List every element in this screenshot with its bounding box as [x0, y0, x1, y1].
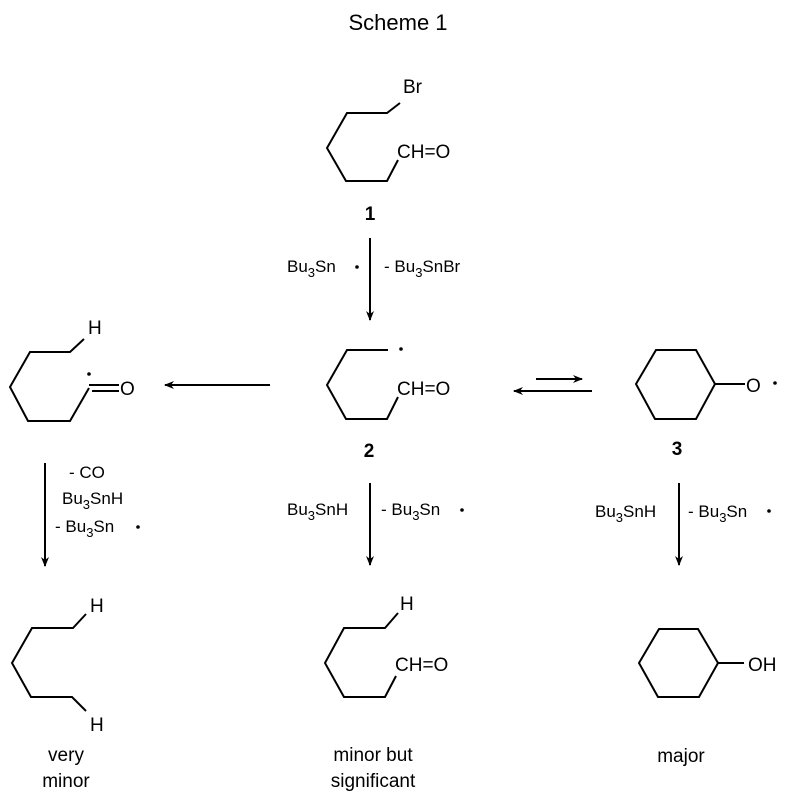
equilibrium-arrows — [513, 375, 592, 395]
hydrogen-atom: H — [400, 594, 414, 615]
byproduct-bu3sn-radical: - Bu3Sn — [381, 500, 440, 523]
compound-1: Br CH=O 1 — [325, 77, 450, 225]
compound-2-label: 2 — [364, 441, 375, 462]
aldehyde-group: CH=O — [397, 142, 450, 163]
compound-2-chain — [325, 349, 399, 420]
hydroxyl-group: OH — [748, 655, 777, 676]
arrow-right-down: Bu3SnH - Bu3Sn — [595, 483, 771, 566]
byproduct-bu3snbr: - Bu3SnBr — [384, 257, 461, 280]
hydrogen-atom: H — [88, 318, 102, 339]
compound-1-chain — [325, 102, 401, 182]
radical-dot — [136, 525, 140, 529]
arrow-middle-down: Bu3SnH - Bu3Sn — [287, 483, 464, 566]
oxygen-atom: O — [746, 376, 761, 397]
cyclohexane-ring — [634, 349, 717, 420]
oxygen-radical-dot — [773, 381, 777, 385]
compound-1-label: 1 — [365, 204, 376, 225]
bromo-group: Br — [403, 77, 423, 98]
arrow-step1: Bu3Sn - Bu3SnBr — [287, 238, 461, 321]
carbon-radical-dot — [399, 347, 403, 351]
product-middle: H CH=O minor but significant — [323, 594, 448, 792]
compound-3: O 3 — [634, 349, 777, 460]
aldehyde-group: CH=O — [395, 655, 448, 676]
radical-dot — [767, 509, 771, 513]
yield-caption-line1: minor but — [333, 745, 413, 766]
bottom-hydrogen: H — [90, 715, 104, 736]
radical-dot — [355, 265, 359, 269]
hexanal-chain — [323, 612, 399, 698]
pentane-chain — [10, 613, 87, 712]
byproduct-bu3sn-radical: - Bu3Sn — [55, 517, 114, 540]
arrow-left-down: - CO Bu3SnH - Bu3Sn — [41, 463, 140, 567]
oxygen-atom: O — [120, 379, 135, 400]
product-right: OH major — [637, 628, 777, 767]
yield-caption-line2: minor — [42, 771, 90, 792]
compound-3-label: 3 — [672, 439, 683, 460]
loss-of-co: - CO — [69, 463, 105, 482]
reagent-bu3snh: Bu3SnH — [287, 500, 348, 523]
acyl-radical-dot — [87, 372, 91, 376]
byproduct-bu3sn-radical: - Bu3Sn — [688, 502, 747, 525]
top-hydrogen: H — [90, 596, 104, 617]
radical-dot — [460, 508, 464, 512]
product-left: H H very minor — [10, 596, 104, 792]
cyclohexane-ring — [637, 628, 720, 698]
acyl-chain — [8, 338, 90, 422]
reagent-bu3snh: Bu3SnH — [62, 489, 123, 512]
scheme-title: Scheme 1 — [348, 10, 447, 35]
reagent-bu3snh: Bu3SnH — [595, 502, 656, 525]
reagent-bu3sn-radical: Bu3Sn — [287, 257, 336, 280]
acyl-radical: H O — [8, 318, 135, 422]
yield-caption-line1: very — [48, 745, 84, 766]
compound-2: CH=O 2 — [325, 347, 450, 462]
aldehyde-group: CH=O — [397, 379, 450, 400]
yield-caption-line2: significant — [331, 771, 416, 792]
yield-caption: major — [657, 746, 705, 767]
